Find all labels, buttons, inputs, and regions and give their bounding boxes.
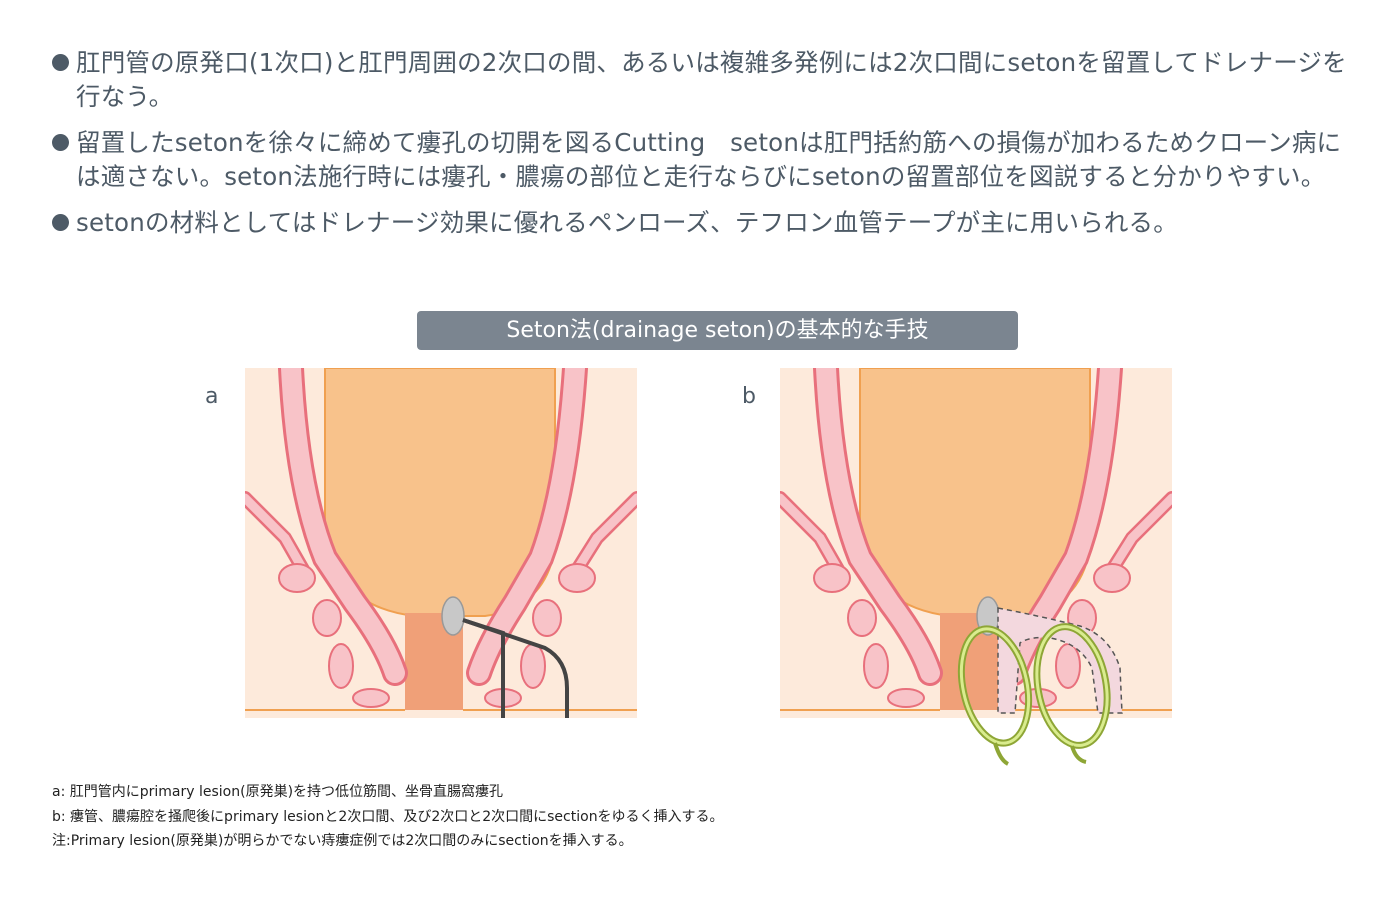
anatomy-diagram-a <box>245 368 637 718</box>
bullet-text: 留置したsetonを徐々に締めて瘻孔の切開を図るCutting setonは肛門… <box>76 128 1342 191</box>
anatomy-base <box>245 368 637 718</box>
bullet-dot-icon <box>52 134 69 151</box>
figure-title: Seton法(drainage seton)の基本的な手技 <box>417 311 1018 350</box>
note-a: a: 肛門管内にprimary lesion(原発巣)を持つ低位筋間、坐骨直腸窩… <box>52 784 504 800</box>
abscess-cavity <box>997 607 1123 714</box>
panel-label-b: b <box>742 384 756 409</box>
bullet-item: 肛門管の原発口(1次口)と肛門周囲の2次口の間、あるいは複雑多発例には2次口間に… <box>52 46 1352 114</box>
bullet-text: setonの材料としてはドレナージ効果に優れるペンローズ、テフロン血管テープが主… <box>76 208 1178 237</box>
note-remark: 注:Primary lesion(原発巣)が明らかでない痔瘻症例では2次口間のみ… <box>52 833 633 849</box>
anatomy-base <box>780 368 1172 718</box>
bullet-item: 留置したsetonを徐々に締めて瘻孔の切開を図るCutting setonは肛門… <box>52 126 1352 194</box>
panel-label-a: a <box>205 384 219 409</box>
bullet-dot-icon <box>52 214 69 231</box>
anatomy-diagram-b <box>780 368 1172 766</box>
bullet-text: 肛門管の原発口(1次口)と肛門周囲の2次口の間、あるいは複雑多発例には2次口間に… <box>76 48 1347 111</box>
seton-icon <box>462 618 569 718</box>
bullet-list: 肛門管の原発口(1次口)と肛門周囲の2次口の間、あるいは複雑多発例には2次口間に… <box>52 46 1352 252</box>
note-b: b: 瘻管、膿瘍腔を掻爬後にprimary lesionと2次口間、及び2次口と… <box>52 808 724 825</box>
primary-lesion-icon <box>441 596 465 636</box>
figure-notes: a: 肛門管内にprimary lesion(原発巣)を持つ低位筋間、坐骨直腸窩… <box>52 780 724 854</box>
loop-seton-icon <box>957 623 1111 766</box>
bullet-dot-icon <box>52 54 69 71</box>
bullet-item: setonの材料としてはドレナージ効果に優れるペンローズ、テフロン血管テープが主… <box>52 206 1352 240</box>
